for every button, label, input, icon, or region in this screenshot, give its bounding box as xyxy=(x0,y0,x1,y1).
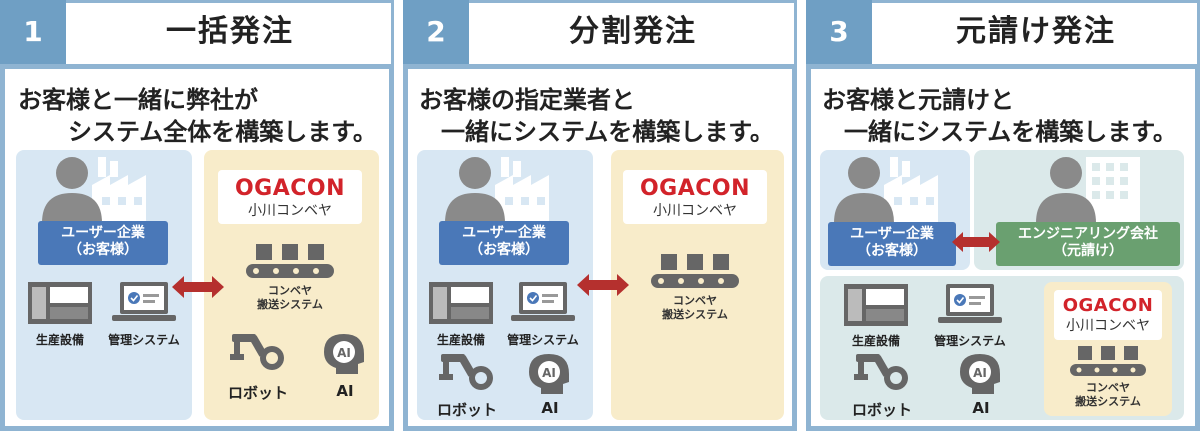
conveyor-icon xyxy=(1070,346,1146,376)
management-label: 管理システム xyxy=(507,333,579,347)
production-label: 生産設備 xyxy=(35,333,84,347)
engineering-company-icon xyxy=(1036,157,1140,223)
svg-text:AI: AI xyxy=(542,366,556,380)
robot-arm-icon xyxy=(854,354,908,390)
panel-bulk-order: 1 一括発注 お客様と一緒に弊社が システム全体を構築します。 ユーザー企業 （… xyxy=(0,0,394,431)
double-arrow-icon xyxy=(577,274,629,296)
description-line-2: 一緒にシステムを構築します。 xyxy=(844,118,1177,146)
svg-text:AI: AI xyxy=(973,366,987,380)
user-company-badge: ユーザー企業 （お客様） xyxy=(38,221,168,265)
description-line-1: お客様と元請けと xyxy=(822,86,1014,114)
user-factory-icon xyxy=(42,157,146,223)
robot-arm-icon xyxy=(439,354,493,390)
production-equipment-icon xyxy=(429,282,493,324)
contractor-badge: エンジニアリング会社 （元請け） xyxy=(996,222,1180,266)
panel-number: 3 xyxy=(806,0,872,64)
double-arrow-icon xyxy=(172,276,224,298)
user-factory-icon xyxy=(834,157,938,223)
description-line-2: システム全体を構築します。 xyxy=(68,118,377,146)
panel-contractor-order: 3 元請け発注 お客様と元請けと 一緒にシステムを構築します。 ユーザー企業 （… xyxy=(806,0,1200,431)
panel-split-order: 2 分割発注 お客様の指定業者と 一緒にシステムを構築します。 ユーザー企業 （… xyxy=(403,0,797,431)
user-company-badge: ユーザー企業 （お客様） xyxy=(828,222,956,266)
conveyor-label: コンベヤ 搬送システム xyxy=(257,284,323,311)
panel-title: 一括発注 xyxy=(166,14,294,49)
panel-number: 1 xyxy=(0,0,66,64)
ai-label: AI xyxy=(541,399,559,417)
ai-head-icon: AI xyxy=(960,354,1000,394)
panel-title: 分割発注 xyxy=(569,14,697,49)
conveyor-label: コンベヤ 搬送システム xyxy=(1075,381,1141,408)
conveyor-icon xyxy=(651,254,739,288)
production-label: 生産設備 xyxy=(851,334,900,348)
svg-text:AI: AI xyxy=(337,346,351,360)
robot-label: ロボット xyxy=(227,384,288,402)
description-line-2: 一緒にシステムを構築します。 xyxy=(441,118,774,146)
panel-number: 2 xyxy=(403,0,469,64)
panel-title: 元請け発注 xyxy=(956,14,1116,49)
conveyor-label: コンベヤ 搬送システム xyxy=(662,294,728,321)
ogacon-logo: OGACON 小川コンベヤ xyxy=(1054,290,1162,340)
robot-label: ロボット xyxy=(436,401,497,419)
ai-head-icon: AI xyxy=(324,334,364,374)
ai-label: AI xyxy=(972,399,990,417)
robot-label: ロボット xyxy=(851,401,912,419)
production-equipment-icon xyxy=(28,282,92,324)
ogacon-logo: OGACON 小川コンベヤ xyxy=(218,170,362,224)
ai-label: AI xyxy=(336,382,354,400)
laptop-icon xyxy=(112,282,176,321)
laptop-icon xyxy=(938,284,1002,323)
ai-head-icon: AI xyxy=(529,354,569,394)
description-line-1: お客様の指定業者と xyxy=(419,86,635,114)
management-label: 管理システム xyxy=(108,333,180,347)
double-arrow-icon xyxy=(952,232,1000,252)
robot-arm-icon xyxy=(230,334,284,370)
user-factory-icon xyxy=(445,157,549,223)
management-label: 管理システム xyxy=(934,334,1006,348)
laptop-icon xyxy=(511,282,575,321)
ogacon-logo: OGACON 小川コンベヤ xyxy=(623,170,767,224)
production-label: 生産設備 xyxy=(436,333,485,347)
description-line-1: お客様と一緒に弊社が xyxy=(18,86,258,114)
production-equipment-icon xyxy=(844,284,908,326)
conveyor-icon xyxy=(246,244,334,278)
user-company-badge: ユーザー企業 （お客様） xyxy=(439,221,569,265)
